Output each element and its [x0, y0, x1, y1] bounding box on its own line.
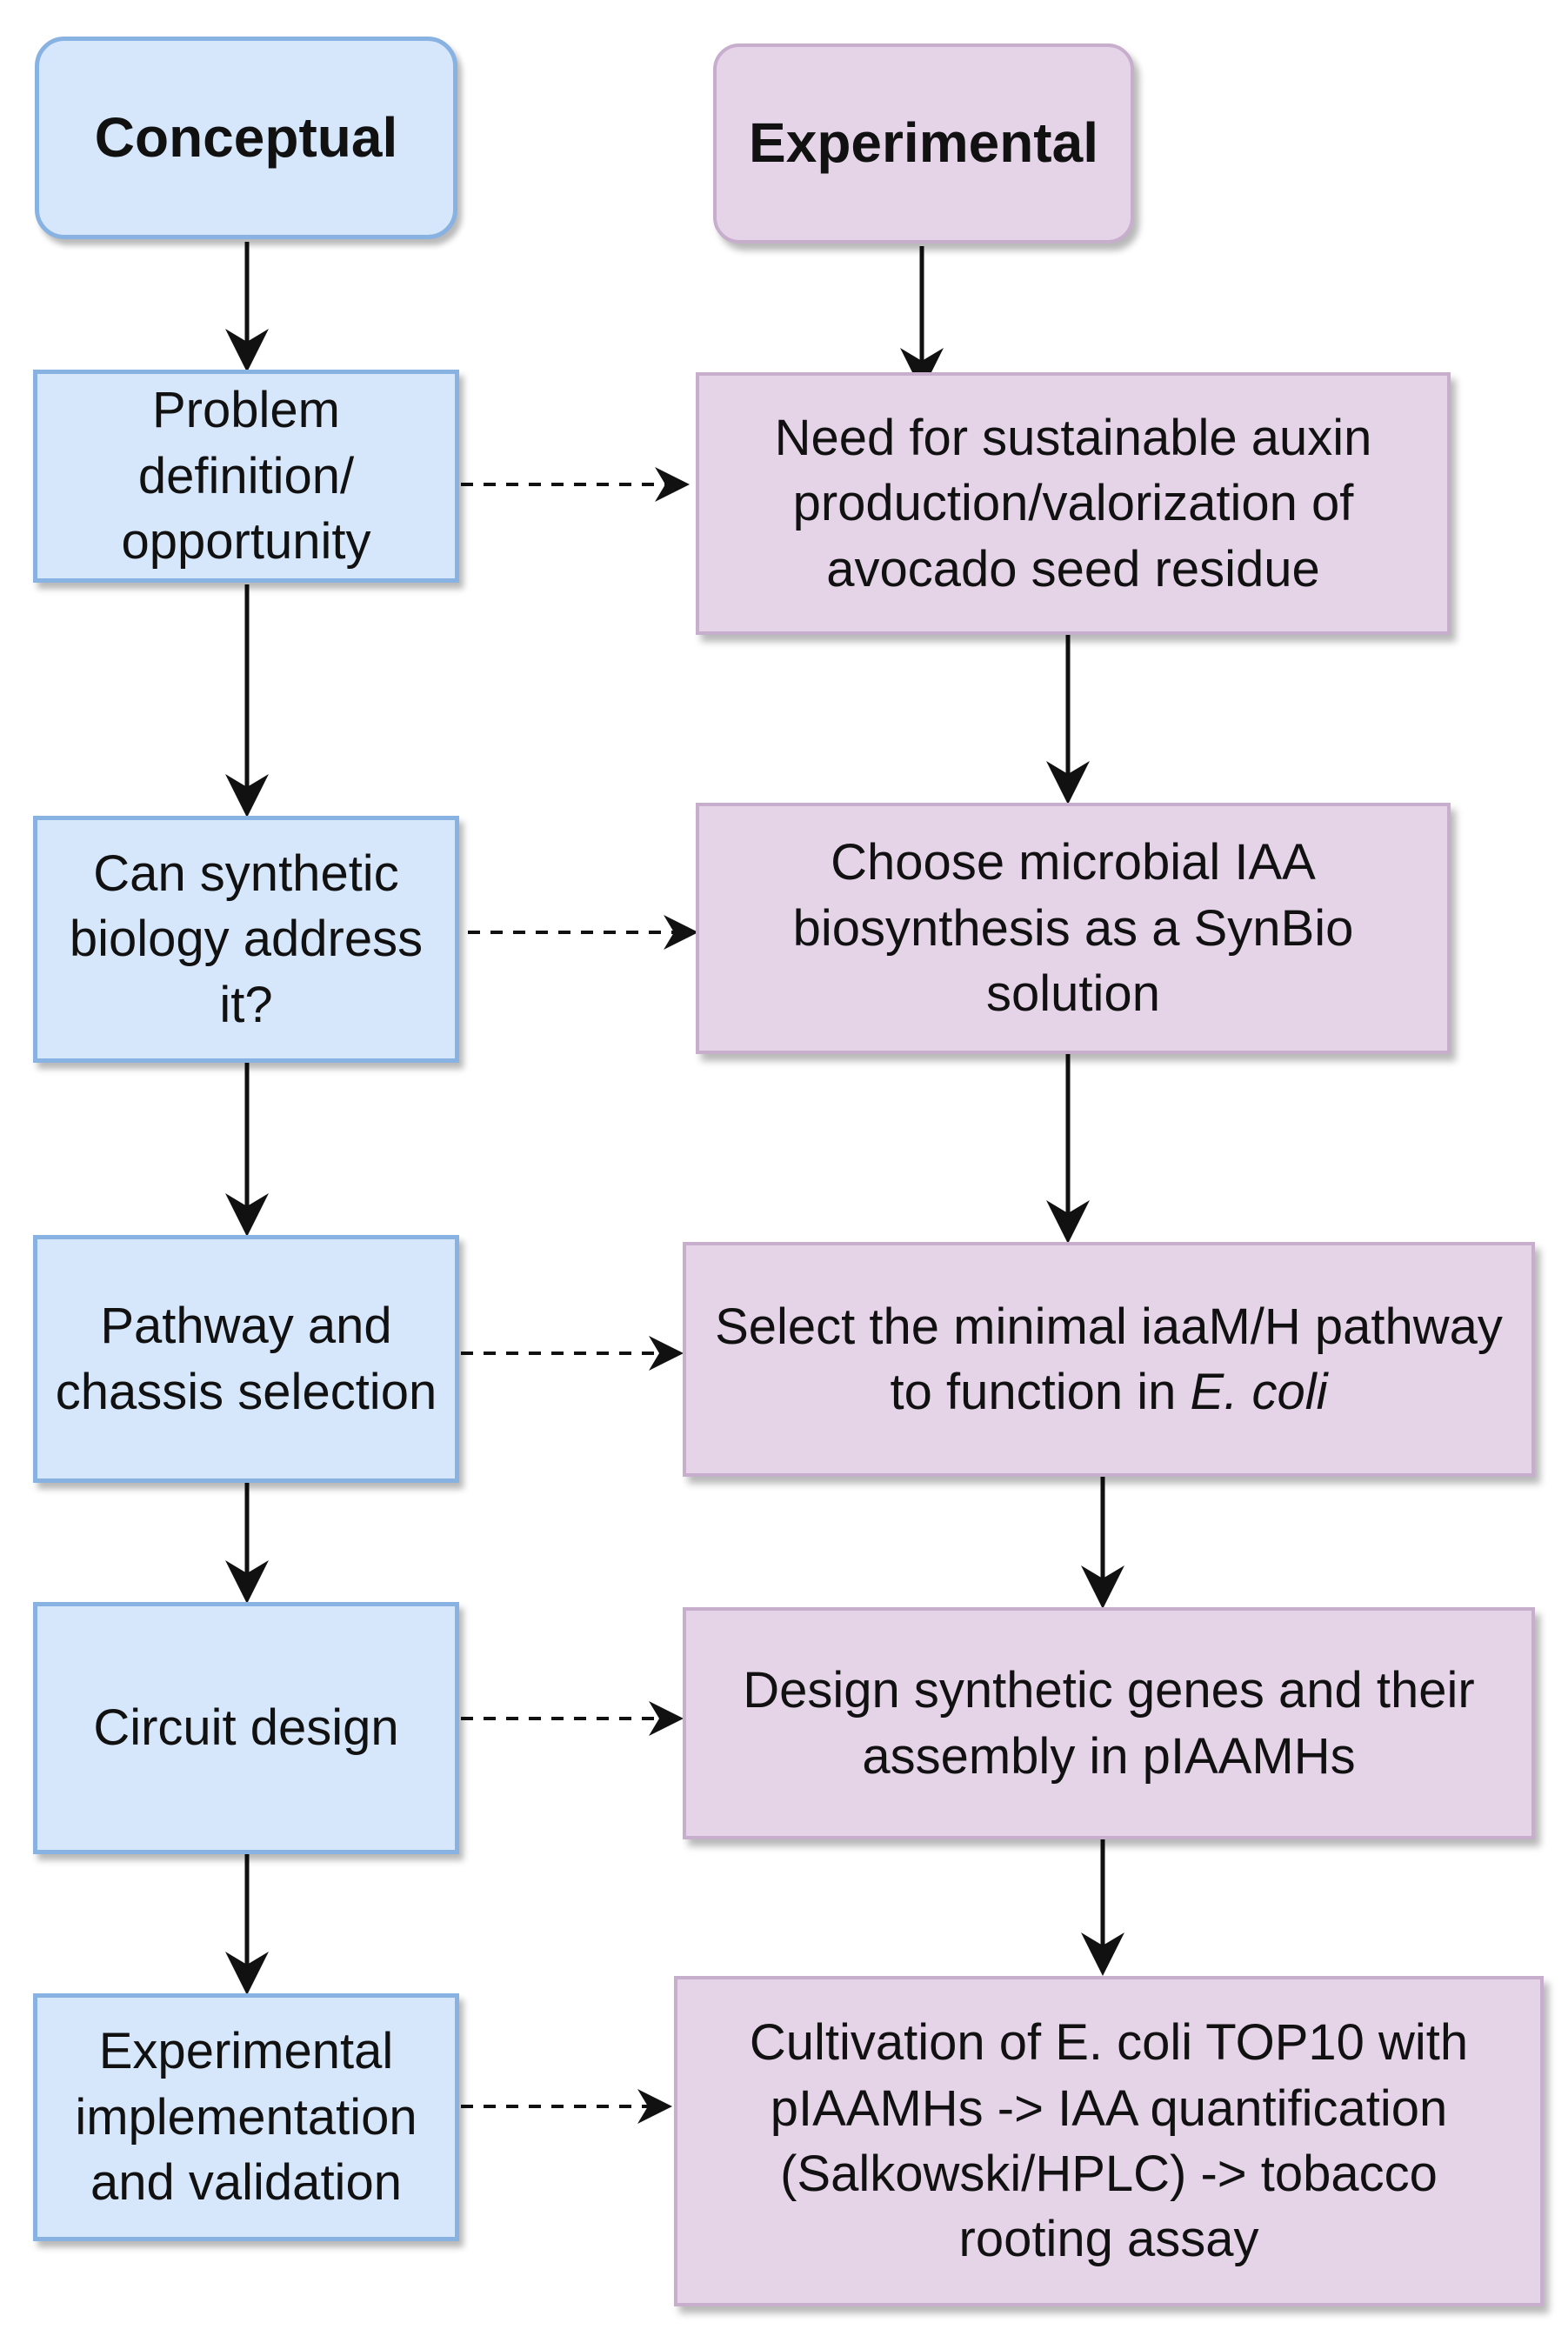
- conceptual-step-1: Problem definition/ opportunity: [33, 370, 459, 583]
- experimental-step-3-main: Select the minimal iaaM/H pathway to fun…: [715, 1298, 1503, 1420]
- conceptual-header: Conceptual: [35, 37, 457, 239]
- experimental-step-3-italic: E. coli: [1190, 1364, 1328, 1420]
- experimental-step-1: Need for sustainable auxin production/va…: [696, 372, 1451, 635]
- conceptual-step-4: Circuit design: [33, 1602, 459, 1854]
- experimental-step-4: Design synthetic genes and their assembl…: [683, 1607, 1535, 1839]
- conceptual-step-3: Pathway and chassis selection: [33, 1235, 459, 1483]
- experimental-header: Experimental: [713, 43, 1134, 244]
- conceptual-step-2: Can synthetic biology address it?: [33, 816, 459, 1063]
- experimental-step-3-text: Select the minimal iaaM/H pathway to fun…: [698, 1294, 1519, 1425]
- experimental-step-5: Cultivation of E. coli TOP10 with pIAAMH…: [674, 1976, 1544, 2306]
- experimental-step-2: Choose microbial IAA biosynthesis as a S…: [696, 803, 1451, 1054]
- conceptual-step-5: Experimental implementation and validati…: [33, 1993, 459, 2241]
- experimental-step-3: Select the minimal iaaM/H pathway to fun…: [683, 1242, 1535, 1477]
